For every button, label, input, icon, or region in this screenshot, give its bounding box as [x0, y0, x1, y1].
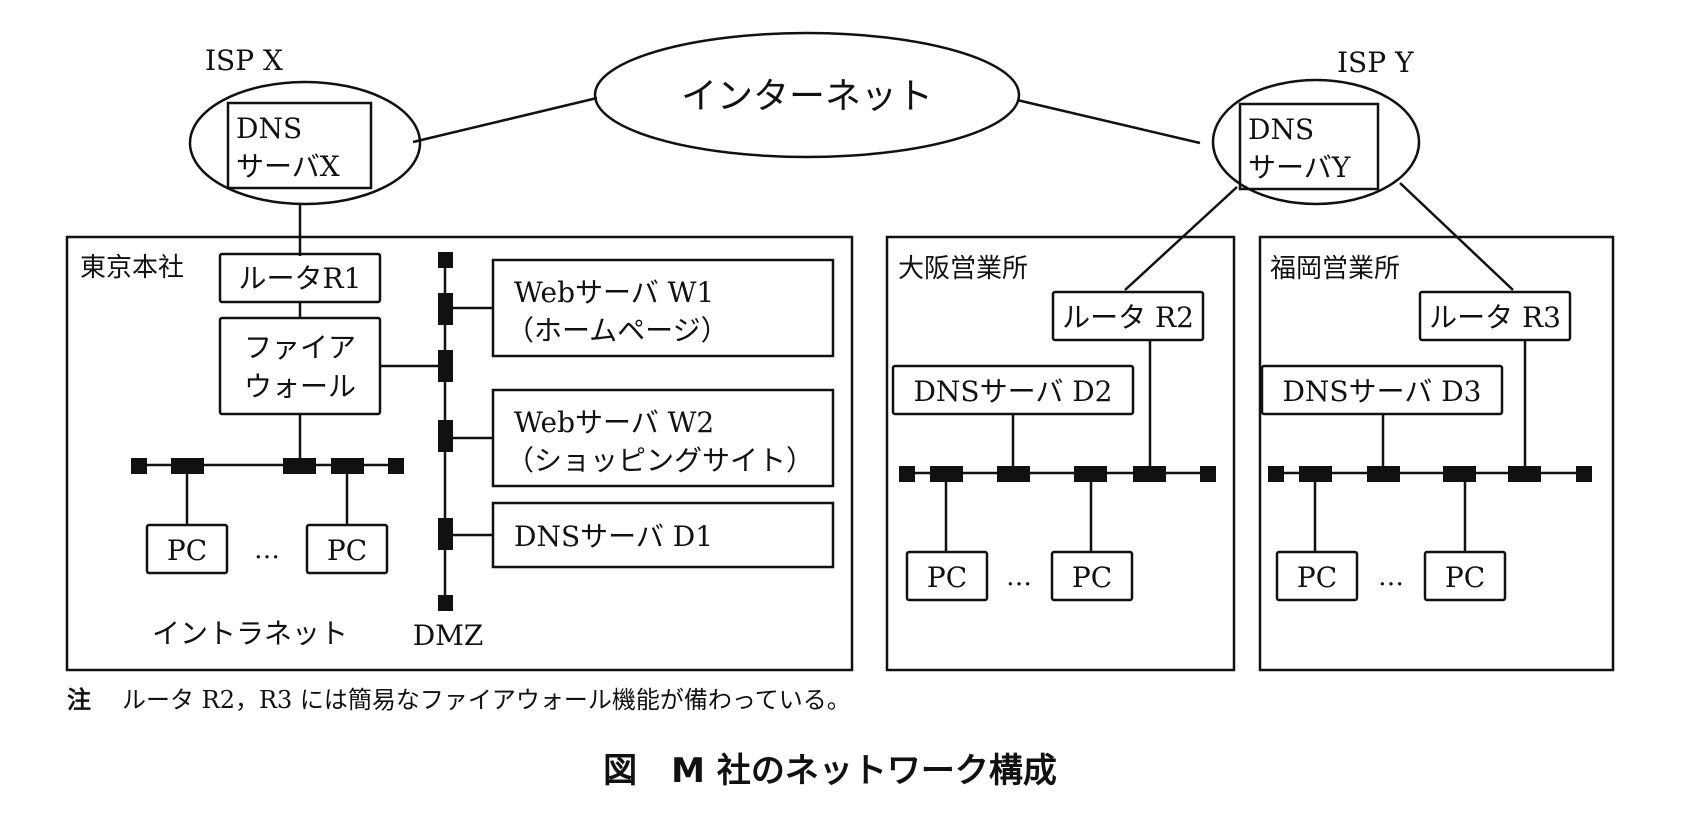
- firewall-label-line2: ウォール: [244, 370, 356, 403]
- pc-osaka-1: [905, 550, 989, 602]
- pc-ellipsis: …: [254, 535, 280, 565]
- note-text: ルータ R2，R3 には簡易なファイアウォール機能が備わっている。: [122, 686, 851, 714]
- dns-server-d1-box: [491, 501, 835, 569]
- pc-ellipsis: …: [1006, 562, 1032, 592]
- pc-osaka-2-label: PC: [1072, 561, 1112, 594]
- tap-pc1: [171, 458, 204, 474]
- pc-tokyo-1-label: PC: [167, 534, 207, 567]
- tap-w1: [438, 293, 453, 325]
- tap-pc2: [1443, 466, 1476, 482]
- tap-d3: [1367, 466, 1400, 482]
- terminator: [1200, 466, 1216, 482]
- pc-fukuoka-2: [1423, 550, 1507, 602]
- link-internet-ispx: [412, 96, 598, 144]
- dns-server-y-box: [1238, 102, 1380, 191]
- tap-pc1: [1299, 466, 1332, 482]
- pc-tokyo-2: [305, 523, 389, 575]
- pc-ellipsis: …: [1378, 562, 1404, 592]
- isp-y-ellipse: [1211, 78, 1421, 206]
- figure-caption: 図 M 社のネットワーク構成: [603, 751, 1057, 791]
- terminator: [1268, 466, 1284, 482]
- dns-server-d1-label: DNSサーバ D1: [514, 520, 713, 553]
- pc-tokyo-2-label: PC: [327, 534, 367, 567]
- pc-osaka-1-label: PC: [927, 561, 967, 594]
- tap-pc2: [1074, 466, 1107, 482]
- tap-w2: [438, 420, 453, 452]
- router-r3-box: [1418, 290, 1572, 342]
- router-r2-box: [1051, 290, 1205, 342]
- dns-server-d2-label: DNSサーバ D2: [913, 375, 1112, 408]
- osaka-office-frame: [885, 235, 1236, 672]
- link-ispy-router-r2: [1124, 186, 1238, 291]
- internet-cloud: [593, 31, 1021, 159]
- tap-firewall: [283, 458, 316, 474]
- web-server-w2-box: [491, 388, 835, 488]
- pc-osaka-2: [1050, 550, 1134, 602]
- tap-r2: [1133, 466, 1166, 482]
- terminator: [388, 458, 404, 474]
- firewall-label-line1: ファイア: [244, 331, 356, 364]
- tokyo-hq-label: 東京本社: [80, 253, 184, 283]
- tokyo-hq-frame: [65, 235, 854, 672]
- note-prefix: 注: [67, 686, 91, 714]
- router-r3-label: ルータ R3: [1429, 301, 1561, 334]
- isp-y-label: ISP Y: [1337, 46, 1414, 79]
- dns-server-y-line1: DNS: [1248, 113, 1314, 146]
- dns-server-x-line1: DNS: [236, 112, 302, 145]
- isp-x-label: ISP X: [205, 44, 283, 77]
- web-server-w2-line2: （ショッピングサイト）: [506, 444, 814, 477]
- fukuoka-office-frame: [1258, 235, 1615, 672]
- osaka-office-label: 大阪営業所: [898, 254, 1028, 284]
- pc-tokyo-1: [145, 523, 229, 575]
- terminator: [131, 458, 147, 474]
- dns-server-x-box: [226, 101, 373, 190]
- pc-fukuoka-2-label: PC: [1445, 561, 1485, 594]
- tap-firewall-dmz: [438, 350, 453, 382]
- dns-server-x-line2: サーバX: [236, 150, 340, 183]
- terminator: [438, 595, 453, 611]
- isp-x-ellipse: [188, 80, 422, 206]
- pc-fukuoka-1: [1275, 550, 1359, 602]
- router-r2-label: ルータ R2: [1062, 301, 1194, 334]
- web-server-w1-line2: （ホームページ）: [506, 314, 729, 347]
- dns-server-d3-label: DNSサーバ D3: [1282, 375, 1481, 408]
- tap-pc1: [930, 466, 963, 482]
- fukuoka-office-label: 福岡営業所: [1270, 254, 1400, 284]
- terminator: [899, 466, 915, 482]
- web-server-w1-box: [491, 258, 835, 358]
- intranet-label: イントラネット: [152, 617, 348, 650]
- tap-d2: [997, 466, 1030, 482]
- web-server-w1-line1: Webサーバ W1: [514, 276, 714, 309]
- tap-r3: [1508, 466, 1541, 482]
- terminator: [1576, 466, 1592, 482]
- tap-pc2: [331, 458, 364, 474]
- terminator: [438, 252, 453, 268]
- internet-label: インターネット: [681, 76, 933, 117]
- link-internet-ispy: [1016, 98, 1201, 145]
- dmz-label: DMZ: [413, 619, 484, 652]
- tap-d1: [438, 518, 453, 550]
- web-server-w2-line1: Webサーバ W2: [514, 406, 714, 439]
- router-r1-label: ルータR1: [239, 262, 362, 295]
- dns-server-y-line2: サーバY: [1248, 151, 1351, 184]
- pc-fukuoka-1-label: PC: [1297, 561, 1337, 594]
